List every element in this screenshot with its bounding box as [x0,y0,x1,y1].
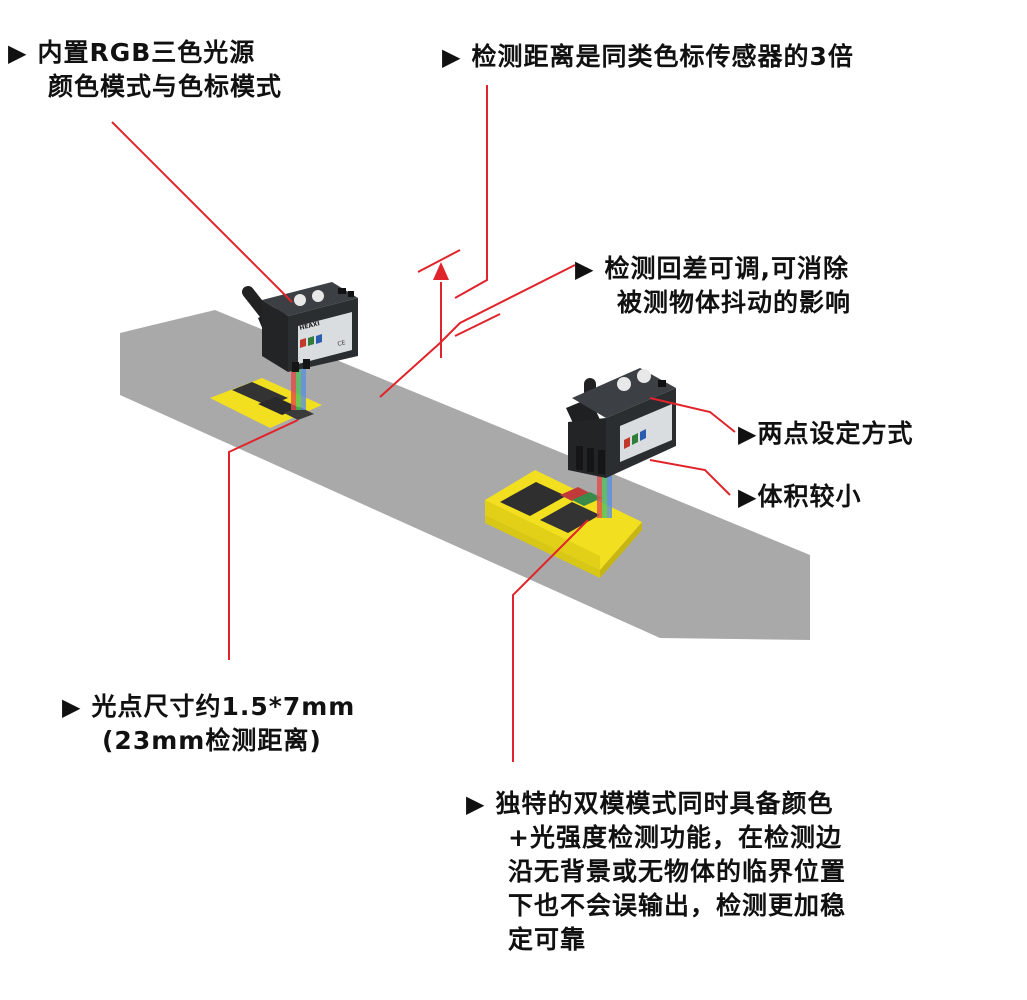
leader-distance-mark-bottom [454,313,501,337]
black-right-triangle-icon: ▶ [8,39,28,67]
callout-dual-mode-line-4: 下也不会误输出，检测更加稳 [508,891,847,920]
black-right-triangle-icon: ▶ [738,483,758,511]
callout-hysteresis: ▶ 检测回差可调,可消除 被测物体抖动的影响 [575,252,851,320]
callout-dual-mode-line-2: +光强度检测功能，在检测边 [508,823,842,852]
leader-light-source [111,121,293,303]
leader-compact [649,459,731,496]
callout-hysteresis-line-1: 检测回差可调,可消除 [604,254,849,283]
black-right-triangle-icon: ▶ [738,420,758,448]
callout-dual-mode-line-1: 独特的双模模式同时具备颜色 [495,789,834,818]
leader-hysteresis [379,264,576,398]
callout-hysteresis-line-2: 被测物体抖动的影响 [617,288,852,317]
leader-distance [454,85,488,299]
callout-leader-lines [111,85,736,762]
callout-distance-line-1: 检测距离是同类色标传感器的3倍 [471,42,854,71]
black-right-triangle-icon: ▶ [442,43,462,71]
callout-compact: ▶体积较小 [738,480,861,514]
leader-dual-mode [512,519,589,762]
leader-two-point [649,397,736,433]
light-beam-left [291,368,306,410]
black-right-triangle-icon: ▶ [466,790,486,818]
leader-distance-mark-top [417,249,461,273]
leader-spot [228,419,299,660]
callout-two-point: ▶两点设定方式 [738,417,913,451]
callout-spot-line-1: 光点尺寸约1.5*7mm [91,692,356,721]
sensor-right [566,368,676,478]
sensor-left-brand: HEAXI [299,320,321,332]
callout-light-source: ▶ 内置RGB三色光源 颜色模式与色标模式 [8,36,282,104]
black-right-triangle-icon: ▶ [62,693,82,721]
sensor-left: HEAXI CE [242,282,358,372]
distance-up-arrowhead [433,262,449,280]
left-target [210,378,322,428]
black-right-triangle-icon: ▶ [575,255,595,283]
callout-compact-line-1: 体积较小 [757,482,862,511]
callout-dual-mode-line-5: 定可靠 [508,925,587,954]
callout-light-source-line-2: 颜色模式与色标模式 [48,72,283,101]
callout-dual-mode: ▶ 独特的双模模式同时具备颜色 +光强度检测功能，在检测边 沿无背景或无物体的临界… [466,787,846,957]
callout-spot: ▶ 光点尺寸约1.5*7mm (23mm检测距离) [62,690,355,758]
right-target-block [485,470,642,578]
light-beam-right [597,474,612,518]
callout-light-source-line-1: 内置RGB三色光源 [37,38,256,67]
callout-dual-mode-line-3: 沿无背景或无物体的临界位置 [508,857,847,886]
conveyor-belt [120,310,810,640]
callout-two-point-line-1: 两点设定方式 [757,419,914,448]
callout-spot-line-2: (23mm检测距离) [102,726,322,755]
sensor-left-ce-mark: CE [337,339,347,348]
callout-distance: ▶ 检测距离是同类色标传感器的3倍 [442,40,854,74]
